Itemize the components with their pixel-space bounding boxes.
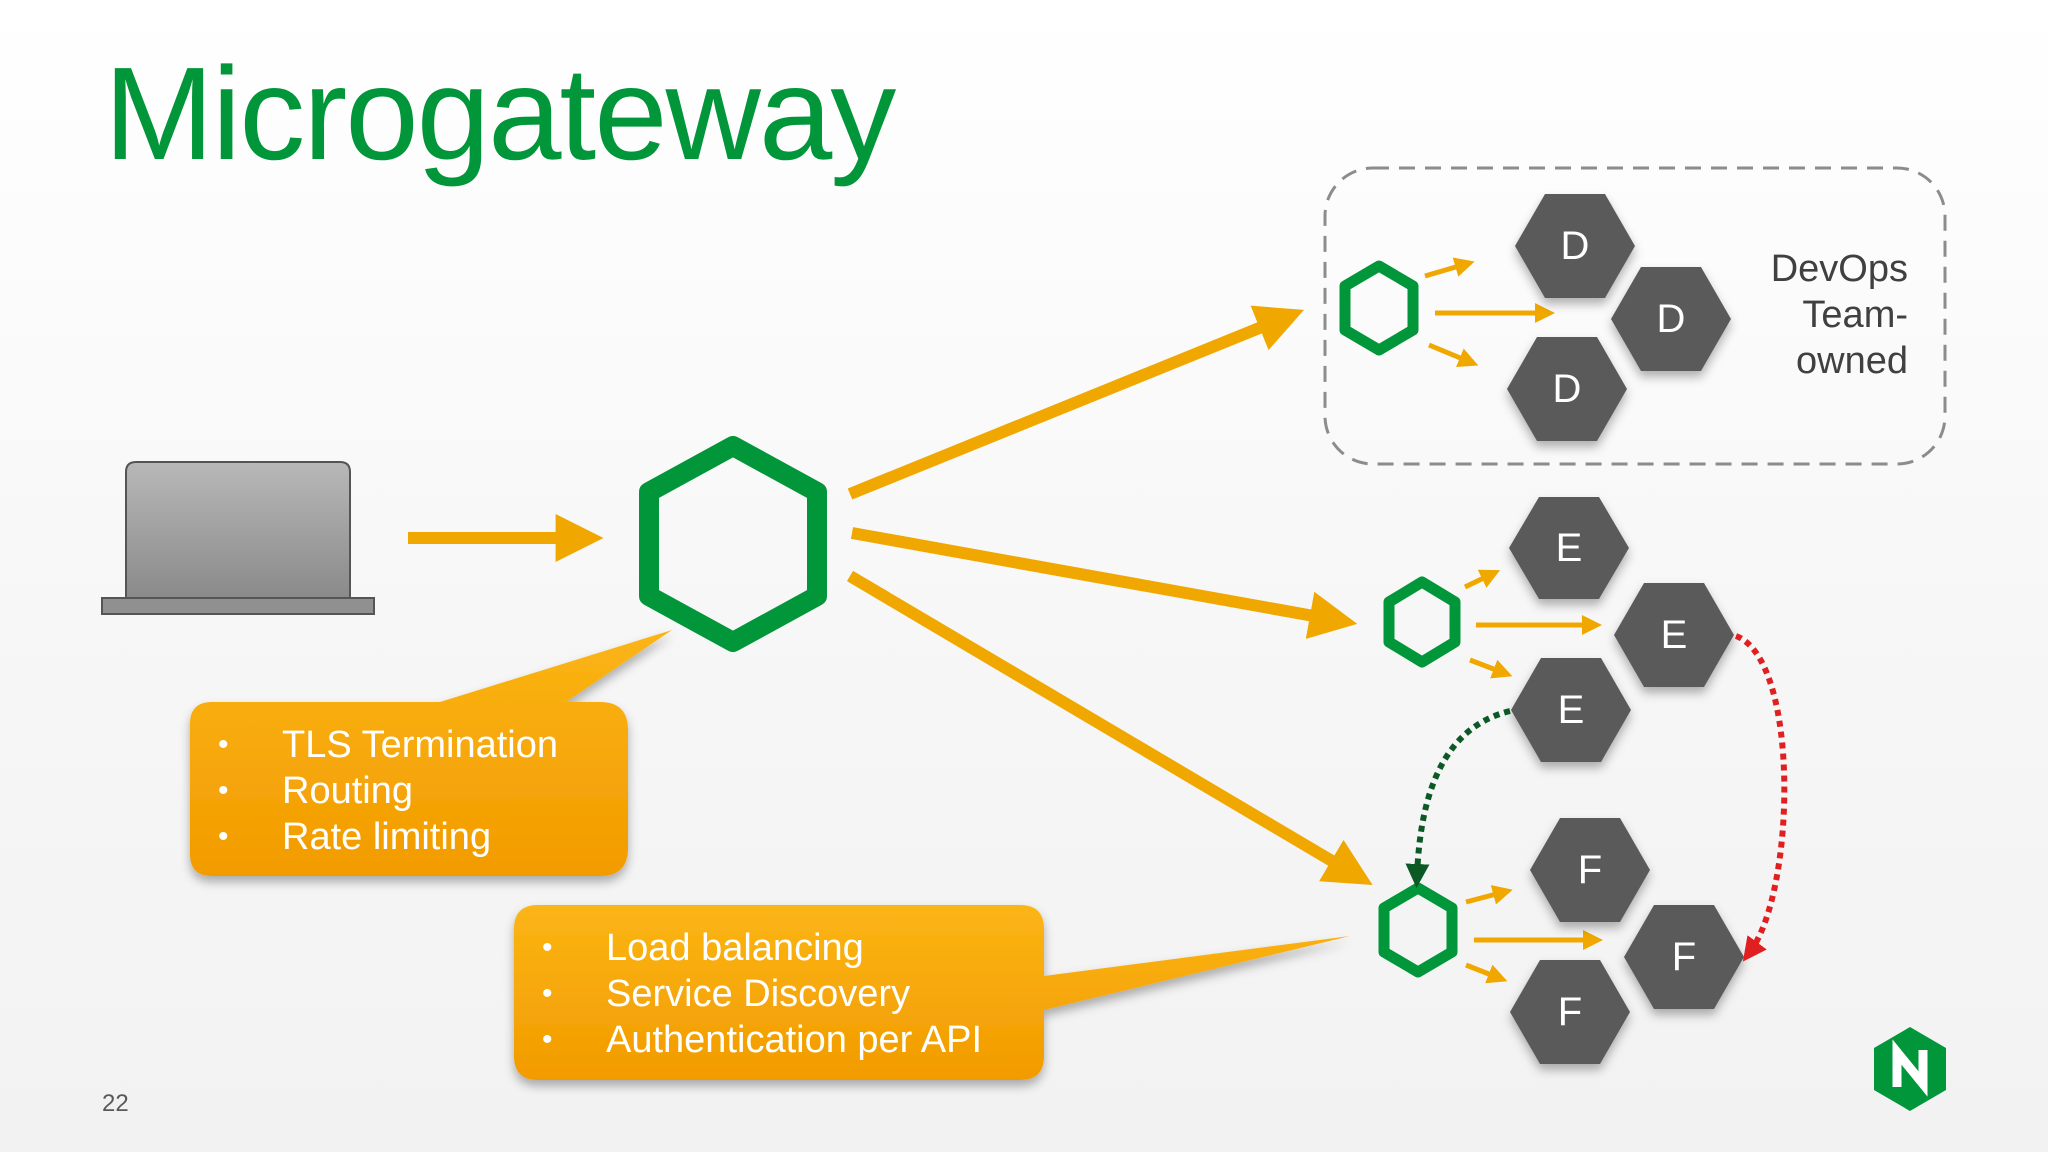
service-d1-hexagon bbox=[1515, 194, 1635, 298]
nginx-logo bbox=[1874, 1027, 1946, 1111]
edge-gateway-features: TLS Termination Routing Rate limiting bbox=[190, 722, 558, 860]
page-number: 22 bbox=[102, 1090, 129, 1117]
e-service-arrows bbox=[1463, 569, 1602, 679]
devops-label-line: DevOps bbox=[1770, 248, 1908, 290]
service-f1-label: F bbox=[1578, 848, 1602, 892]
microgateway-d-hexagon bbox=[1339, 260, 1419, 356]
microgateway-e-hexagon bbox=[1383, 576, 1461, 668]
service-f1-hexagon bbox=[1530, 818, 1650, 922]
service-f3-hexagon bbox=[1510, 960, 1630, 1064]
feature-item: Rate limiting bbox=[190, 814, 558, 860]
slide-title: Microgateway bbox=[104, 40, 896, 187]
devops-team-group bbox=[1323, 166, 1947, 466]
laptop-icon bbox=[101, 461, 375, 615]
service-d3-hexagon bbox=[1507, 337, 1627, 441]
feature-item: TLS Termination bbox=[190, 722, 558, 768]
service-e3-label: E bbox=[1558, 688, 1585, 732]
devops-label-line: owned bbox=[1796, 340, 1908, 382]
service-f2-hexagon bbox=[1624, 905, 1744, 1009]
feature-item: Routing bbox=[190, 768, 558, 814]
arrow-to-microgateway-f bbox=[846, 570, 1373, 885]
devops-label-line: Team- bbox=[1802, 294, 1908, 336]
service-e2-label: E bbox=[1661, 613, 1688, 657]
feature-item: Service Discovery bbox=[514, 971, 982, 1017]
microgateway-features: Load balancing Service Discovery Authent… bbox=[514, 925, 982, 1063]
edge-gateway-hexagon bbox=[639, 436, 827, 652]
feature-item: Load balancing bbox=[514, 925, 982, 971]
service-e2-hexagon bbox=[1614, 583, 1734, 687]
devops-team-owned-label: DevOps Team- owned bbox=[1668, 246, 1908, 384]
service-e1-label: E bbox=[1556, 526, 1583, 570]
red-dotted-connector bbox=[1734, 633, 1788, 962]
service-d2-label: D bbox=[1657, 297, 1686, 341]
f-service-arrows bbox=[1465, 885, 1603, 984]
microgateway-f-hexagon bbox=[1378, 882, 1458, 978]
arrow-to-microgateway-d bbox=[847, 305, 1305, 500]
service-f2-label: F bbox=[1672, 935, 1696, 979]
service-f3-label: F bbox=[1558, 990, 1582, 1034]
feature-item: Authentication per API bbox=[514, 1017, 982, 1063]
service-d3-label: D bbox=[1553, 367, 1582, 411]
service-e3-hexagon bbox=[1511, 658, 1631, 762]
service-d1-label: D bbox=[1561, 224, 1590, 268]
green-dotted-connector bbox=[1405, 708, 1511, 888]
service-e1-hexagon bbox=[1509, 497, 1629, 599]
d-service-arrows bbox=[1424, 257, 1555, 368]
service-d2-hexagon bbox=[1611, 267, 1731, 371]
arrow-to-microgateway-e bbox=[850, 527, 1358, 639]
